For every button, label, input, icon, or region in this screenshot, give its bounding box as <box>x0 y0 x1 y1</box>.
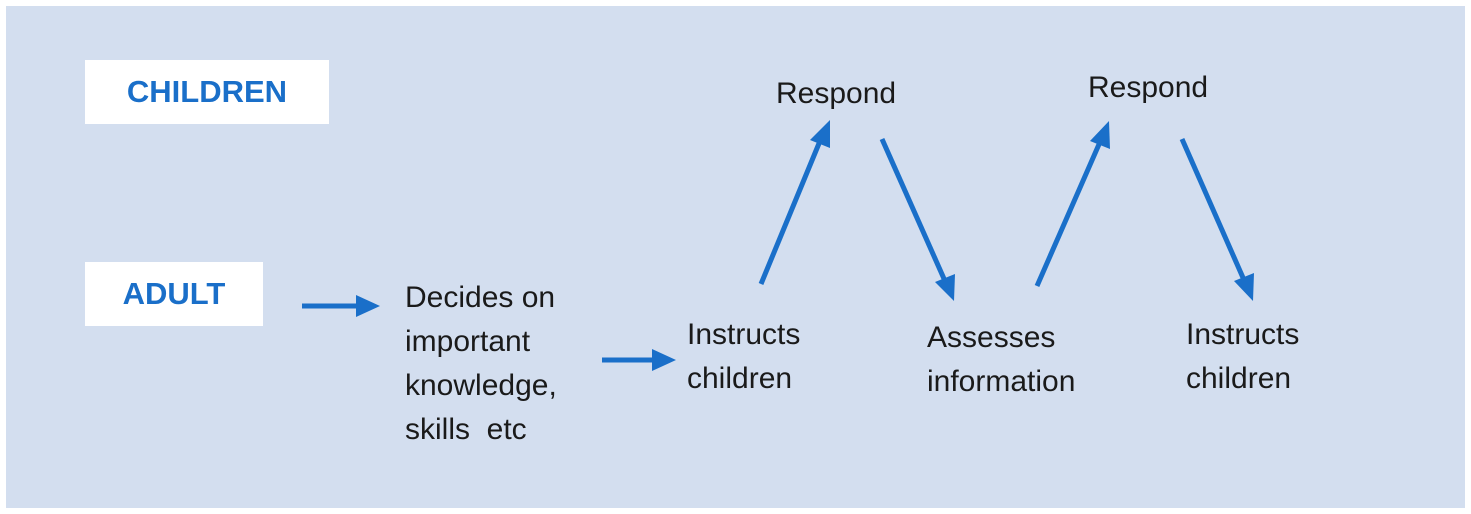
adult-label-box: ADULT <box>85 262 263 326</box>
node-respond-2: Respond <box>1088 66 1208 110</box>
adult-label: ADULT <box>122 276 226 311</box>
node-instructs-children-1: Instructs children <box>687 313 800 401</box>
node-decides-line: important <box>405 325 531 358</box>
node-assesses-information: Assesses information <box>927 316 1075 404</box>
children-label: CHILDREN <box>126 74 288 109</box>
node-instructs-line: Instructs <box>687 318 801 351</box>
node-decides-line: skills etc <box>405 413 527 446</box>
node-respond-1: Respond <box>776 72 896 116</box>
node-respond-text: Respond <box>1088 71 1209 104</box>
node-instructs-line: children <box>1186 362 1292 395</box>
node-assesses-line: Assesses <box>927 321 1056 354</box>
node-instructs-children-2: Instructs children <box>1186 313 1299 401</box>
node-assesses-line: information <box>927 365 1076 398</box>
node-instructs-line: Instructs <box>1186 318 1300 351</box>
children-label-box: CHILDREN <box>85 60 329 124</box>
node-decides: Decides on important knowledge, skills e… <box>405 276 557 452</box>
node-respond-text: Respond <box>776 77 897 110</box>
node-instructs-line: children <box>687 362 793 395</box>
node-decides-line: Decides on <box>405 281 556 314</box>
node-decides-line: knowledge, <box>405 369 557 402</box>
